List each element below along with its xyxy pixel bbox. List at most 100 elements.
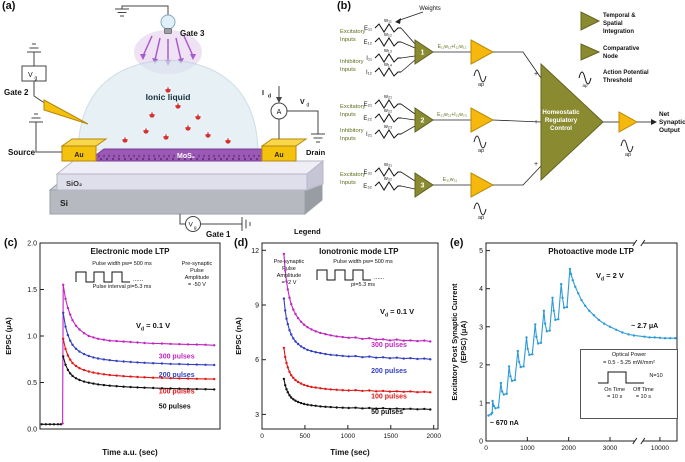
diagram-legend: Temporal & Spatial Integration Comparati… — [578, 11, 649, 88]
ammeter-label: A — [277, 109, 282, 116]
pulse-width-label: Pulse width pw= 500 ms — [92, 261, 152, 267]
series-50 pulses — [283, 378, 431, 411]
pulse-train-icon: ...... — [75, 271, 143, 283]
svg-text:w₁₃: w₁₃ — [383, 48, 392, 54]
svg-text:Inputs: Inputs — [340, 180, 356, 186]
y-tick-label: 0.5 — [27, 380, 37, 387]
svg-text:w₁₂: w₁₂ — [383, 32, 392, 38]
svg-text:w₃₂: w₃₂ — [383, 176, 392, 182]
resistor-icons — [374, 167, 401, 191]
light-rays-icon — [142, 35, 194, 62]
svg-text:Excitatory: Excitatory — [340, 104, 366, 110]
svg-text:Inputs: Inputs — [340, 67, 356, 73]
svg-text:3: 3 — [421, 183, 425, 190]
vd-annotation: Vd = 0.1 V — [380, 307, 415, 319]
au-right-label: Au — [274, 152, 283, 159]
pulse-count-label: N=10 — [649, 373, 663, 380]
x-axis-label: Time a.u. (sec) — [102, 448, 158, 457]
svg-text:Inputs: Inputs — [340, 112, 356, 118]
svg-text:w₁₄: w₁₄ — [383, 62, 393, 68]
gate2-probe — [43, 99, 89, 125]
svg-text:......: ...... — [133, 277, 143, 283]
svg-text:w₁₁: w₁₁ — [383, 18, 392, 24]
node-triangle-2 — [414, 107, 434, 133]
y-tick-label: 1.0 — [27, 334, 37, 341]
svg-text:Synaptic: Synaptic — [659, 119, 685, 126]
svg-text:w₃₁: w₃₁ — [383, 162, 392, 168]
ap-threshold-icon — [473, 69, 487, 83]
x-tick-label: 2000 — [561, 445, 576, 452]
summation-triangle-1 — [470, 39, 495, 65]
resistor-icons — [374, 99, 401, 139]
svg-text:E₁₁: E₁₁ — [364, 26, 372, 32]
svg-text:Spatial: Spatial — [603, 21, 623, 27]
y-tick-label: 3 — [479, 324, 483, 331]
svg-text:w₂₃: w₂₃ — [383, 124, 392, 130]
plus-mark: + — [534, 71, 538, 78]
svg-text:E₂₂: E₂₂ — [363, 116, 372, 122]
series-100 pulses — [283, 347, 431, 393]
series-label: 200 pulses — [159, 372, 195, 379]
sio2-layer — [55, 159, 325, 191]
gate2-label: Gate 2 — [4, 88, 29, 97]
pulse-train-inset: Pre-synaptic Pulse Amplitude = -2 V Puls… — [266, 259, 428, 313]
ionic-liquid-text: Ionic liquid — [146, 92, 191, 102]
panel-label-b: (b) — [337, 0, 352, 12]
panel-a-device-schematic: (a) — [0, 0, 335, 239]
y-tick-label: 6 — [255, 357, 259, 364]
series-label: 100 pulses — [159, 389, 195, 396]
current-arrow-icon — [276, 97, 282, 103]
svg-text:Regulatory: Regulatory — [545, 117, 578, 124]
x-tick-label: 1000 — [520, 445, 535, 452]
weights-label: Weights — [419, 6, 441, 12]
plot-frame — [485, 242, 678, 442]
ionic-liquid-droplet — [77, 59, 259, 151]
svg-text:ap: ap — [582, 83, 588, 88]
sum-label-3: E₃₁w₃₁ — [443, 177, 458, 183]
y-tick-label: 0 — [479, 439, 483, 446]
comparative-node-icon — [580, 43, 601, 61]
svg-text:d: d — [307, 103, 310, 109]
svg-text:Excitatory: Excitatory — [340, 29, 366, 35]
svg-text:Inhibitory: Inhibitory — [340, 128, 364, 134]
action-potential-icon — [578, 71, 592, 85]
svg-text:g: g — [194, 225, 197, 230]
svg-text:Net: Net — [659, 111, 670, 118]
y-axis-label: (EPSC) (μA) — [459, 320, 468, 363]
svg-text:ap: ap — [478, 215, 484, 221]
x-tick-label: 500 — [299, 433, 310, 440]
temporal-integration-icon — [580, 11, 601, 31]
svg-text:ap: ap — [625, 152, 631, 158]
au-drain-electrode — [260, 138, 308, 162]
svg-text:E₃₂: E₃₂ — [363, 184, 372, 190]
x-tick-label: 1500 — [384, 433, 399, 440]
y-tick-label: 0.0 — [27, 427, 37, 434]
au-source-electrode — [60, 138, 108, 162]
svg-text:Threshold: Threshold — [603, 78, 632, 84]
input-group-2: Excitatory Inputs Inhibitory Inputs E₂₁ … — [340, 94, 542, 154]
vd-label: V — [300, 99, 305, 106]
pulse-width-label: Pulse width pw= 500 ms — [333, 259, 393, 265]
panel-label-e: (e) — [450, 237, 464, 249]
node-triangle-3 — [414, 172, 434, 198]
y-tick-label: 2.0 — [27, 241, 37, 248]
svg-text:1: 1 — [421, 50, 425, 57]
panel-b-network-diagram: (b) Weights Excitatory Inputs Inhibitory… — [335, 0, 685, 237]
legend-label: Legend — [294, 227, 321, 236]
drain-label: Drain — [306, 148, 326, 157]
svg-text:2: 2 — [421, 118, 425, 125]
series-label: 50 pulses — [159, 404, 191, 411]
plus-mark: + — [534, 161, 538, 168]
svg-text:w₂₁: w₂₁ — [383, 94, 392, 100]
gate3-label: Gate 3 — [180, 29, 205, 38]
panel-label-c: (c) — [4, 237, 18, 249]
svg-text:Comparative: Comparative — [603, 46, 640, 52]
drain-measure-circuit — [270, 86, 325, 143]
svg-text:......: ...... — [374, 275, 384, 281]
svg-text:Action Potential: Action Potential — [603, 70, 649, 76]
